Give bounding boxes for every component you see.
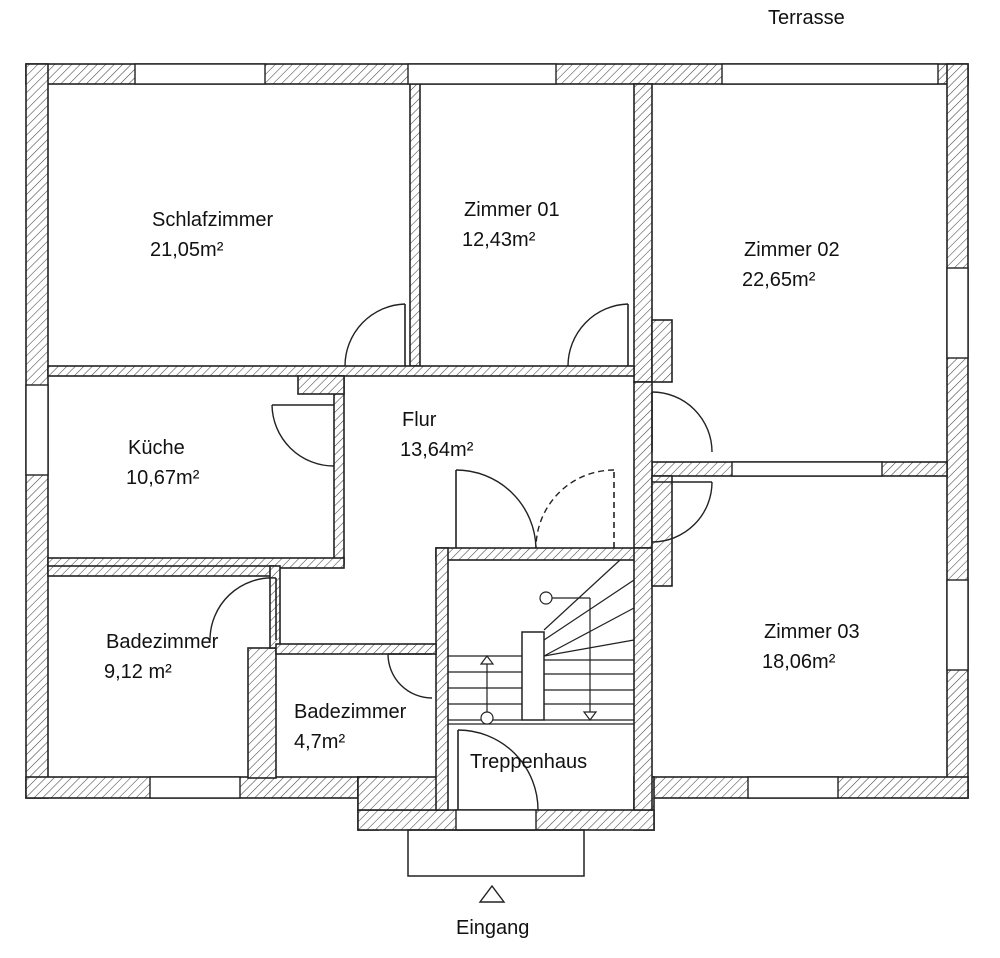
wall-zimmer03-left xyxy=(651,475,673,587)
wall-bath2-top xyxy=(275,643,437,655)
wall-schlaf-zimmer01 xyxy=(409,83,421,367)
wall-zimmer01-02 xyxy=(633,83,653,383)
room-area-flur: 13,64m² xyxy=(400,439,474,461)
staircase xyxy=(448,559,635,725)
room-name-schlafzimmer: Schlafzimmer xyxy=(152,209,273,231)
room-name-kueche: Küche xyxy=(128,437,185,459)
window xyxy=(946,267,969,359)
wall-stair-right xyxy=(633,547,653,811)
window xyxy=(455,809,537,831)
wall-bath1-right xyxy=(247,647,277,779)
wall-flur-right xyxy=(633,381,653,551)
window xyxy=(721,63,939,85)
entrance-arrow-icon xyxy=(478,884,506,903)
room-area-zimmer03: 18,06m² xyxy=(762,651,836,673)
walls xyxy=(25,63,969,831)
room-name-zimmer01: Zimmer 01 xyxy=(464,199,560,221)
wall-kueche-flur xyxy=(333,375,345,565)
wall-right xyxy=(946,63,969,799)
window xyxy=(946,579,969,671)
room-area-kueche: 10,67m² xyxy=(126,467,200,489)
window xyxy=(747,776,839,799)
doors xyxy=(209,303,713,811)
entrance-label: Eingang xyxy=(456,917,529,939)
room-name-badezimmer-2: Badezimmer xyxy=(294,701,407,723)
window xyxy=(149,776,241,799)
wall-kueche-pillar xyxy=(297,375,345,395)
wall-row1-bottom xyxy=(47,365,635,377)
room-area-zimmer01: 12,43m² xyxy=(462,229,536,251)
room-area-badezimmer-2: 4,7m² xyxy=(294,731,345,753)
entrance-porch xyxy=(407,829,585,903)
wall-bath1-vert xyxy=(269,565,281,649)
room-name-zimmer03: Zimmer 03 xyxy=(764,621,860,643)
room-name-zimmer02: Zimmer 02 xyxy=(744,239,840,261)
room-area-schlafzimmer: 21,05m² xyxy=(150,239,224,261)
windows xyxy=(25,63,969,831)
wall-pillar-1 xyxy=(651,319,673,383)
window xyxy=(134,63,266,85)
room-area-badezimmer-1: 9,12 m² xyxy=(104,661,172,683)
wall-stair-top xyxy=(435,547,653,561)
room-name-badezimmer-1: Badezimmer xyxy=(106,631,219,653)
room-name-treppenhaus: Treppenhaus xyxy=(470,751,587,773)
terrace-label: Terrasse xyxy=(768,7,845,29)
window xyxy=(407,63,557,85)
window xyxy=(731,461,883,477)
room-name-flur: Flur xyxy=(402,409,437,431)
wall-stair-left xyxy=(435,547,449,811)
room-area-zimmer02: 22,65m² xyxy=(742,269,816,291)
window xyxy=(25,384,49,476)
wall-bath-bottom xyxy=(357,776,439,811)
wall-bath1-top xyxy=(47,565,277,577)
